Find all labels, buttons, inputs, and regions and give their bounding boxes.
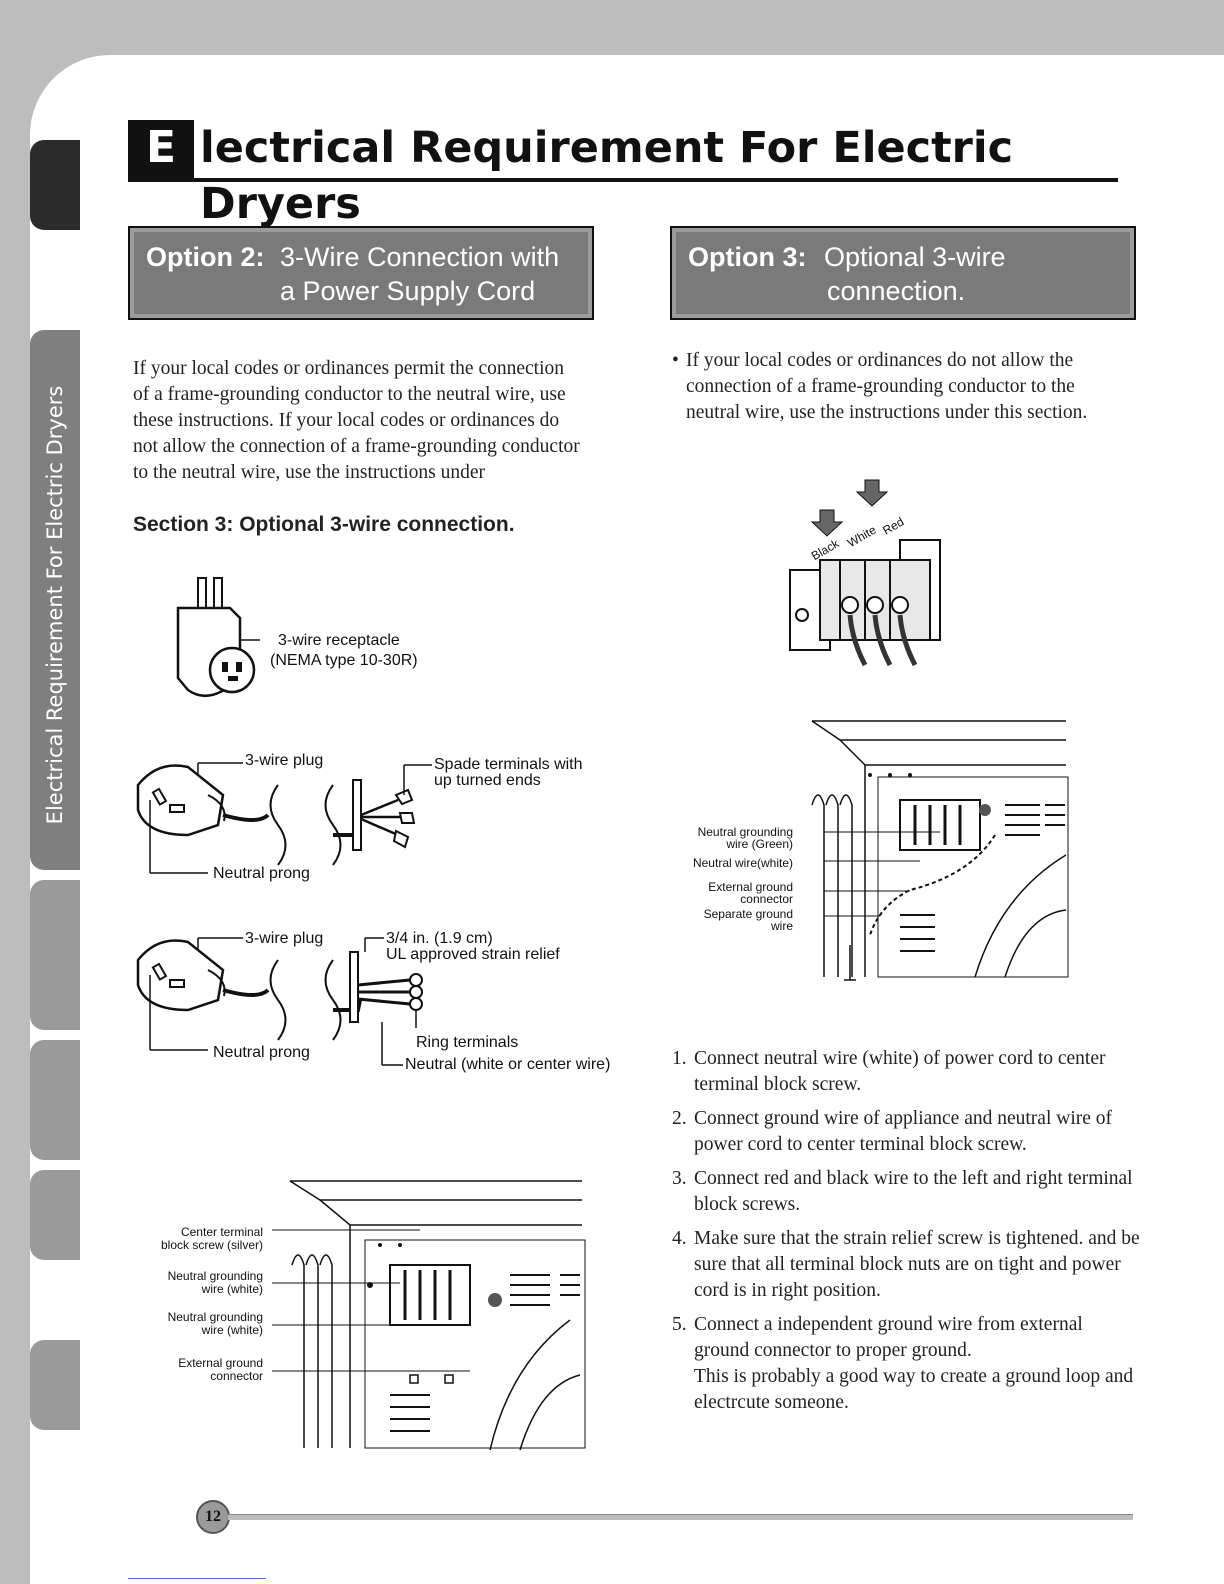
spade-label-1: Spade terminals with (434, 756, 583, 773)
step-item: 2.Connect ground wire of appliance and n… (672, 1108, 1113, 1155)
diag3-ng-2: wire (Green) (726, 837, 793, 851)
plug-ring-illustration (136, 937, 423, 1066)
diag3-nw: Neutral wire(white) (692, 856, 793, 870)
option3-bullet: • (672, 350, 679, 371)
plug-spade-illustration (136, 762, 432, 874)
strain-relief-label-2: UL approved strain relief (386, 946, 560, 963)
neutral-center-label: Neutral (white or center wire) (405, 1056, 611, 1073)
side-tab-5[interactable] (30, 1170, 80, 1260)
page-number: 12 (196, 1500, 230, 1534)
diag3-sep-1: Separate ground (703, 907, 793, 921)
option3-paragraph: If your local codes or ordinances do not… (686, 350, 1088, 423)
step-item: 3.Connect red and black wire to the left… (672, 1168, 1133, 1215)
side-tab-label: Electrical Requirement For Electric Drye… (43, 385, 67, 825)
step-note: This is probably a good way to create a … (694, 1366, 1134, 1413)
footer-rule (228, 1514, 1133, 1520)
side-tab-active[interactable] (30, 330, 80, 870)
instruction-steps: 1.Connect neutral wire (white) of power … (672, 1046, 1142, 1424)
plug1-label: 3-wire plug (245, 752, 324, 769)
diag2-ng1-2: wire (white) (201, 1282, 263, 1296)
terminal-block-illustration (789, 479, 941, 667)
side-tab-6[interactable] (30, 1340, 80, 1430)
option3-title-line2: connection. (827, 276, 966, 306)
diag3-sep-2: wire (770, 919, 793, 933)
diag2-ng2-2: wire (white) (201, 1323, 263, 1337)
strain-relief-label-1: 3/4 in. (1.9 cm) (386, 930, 493, 947)
side-tab-3[interactable] (30, 880, 80, 1030)
ring-terminals-label: Ring terminals (416, 1034, 519, 1051)
receptacle-label-1: 3-wire receptacle (278, 632, 400, 649)
side-tab-1[interactable] (30, 140, 80, 230)
page-title: E lectrical Requirement For Electric Dry… (128, 120, 1118, 229)
option3-dryer-diagram (811, 720, 1069, 981)
option2-title-line1: 3-Wire Connection with (280, 242, 560, 272)
receptacle-illustration (176, 577, 260, 698)
receptacle-label-2: (NEMA type 10-30R) (270, 652, 418, 669)
spade-label-2: up turned ends (434, 772, 541, 789)
plug2-label: 3-wire plug (245, 930, 324, 947)
section-reference: Section 3: Optional 3-wire connection. (133, 513, 515, 536)
diag2-ext-1: External ground (178, 1356, 263, 1370)
footer-link-underline[interactable] (128, 1578, 266, 1579)
diag2-ng1-1: Neutral grounding (167, 1269, 263, 1283)
title-text: lectrical Requirement For Electric Dryer… (200, 123, 1014, 229)
diag3-ext-2: connector (740, 892, 793, 906)
option2-paragraph: If your local codes or ordinances permit… (133, 358, 580, 483)
diag2-center-screw-1: Center terminal (180, 1225, 263, 1239)
step-item: 4.Make sure that the strain relief screw… (672, 1228, 1140, 1301)
option3-title-line1: Optional 3-wire (824, 242, 1006, 272)
diag2-ext-2: connector (210, 1369, 263, 1383)
side-tab-4[interactable] (30, 1040, 80, 1160)
neutral-prong-label-2: Neutral prong (213, 1044, 310, 1061)
title-initial: E (128, 120, 194, 178)
neutral-prong-label-1: Neutral prong (213, 865, 310, 882)
diag3-ext-1: External ground (708, 880, 793, 894)
option2-banner: Option 2: 3-Wire Connection with a Power… (128, 226, 594, 320)
option2-title-line2: a Power Supply Cord (280, 276, 536, 306)
step-item: 5.Connect a independent ground wire from… (672, 1314, 1083, 1361)
diag3-ng-1: Neutral grounding (697, 825, 793, 839)
option3-banner: Option 3: Optional 3-wire connection. (670, 226, 1136, 320)
option2-label: Option 2: (146, 242, 265, 272)
option2-dryer-diagram (272, 1180, 586, 1451)
option3-label: Option 3: (688, 242, 807, 272)
diag2-center-screw-2: block screw (silver) (160, 1238, 263, 1252)
step-item: 1.Connect neutral wire (white) of power … (672, 1048, 1106, 1095)
diag2-ng2-1: Neutral grounding (167, 1310, 263, 1324)
